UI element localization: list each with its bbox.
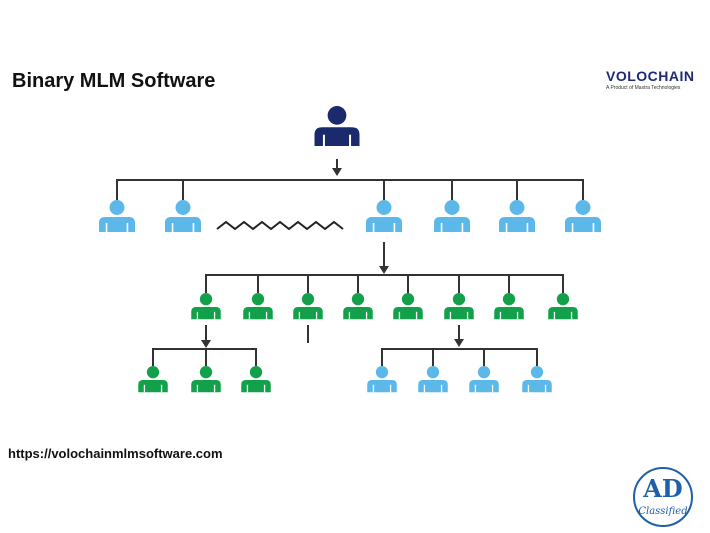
website-url[interactable]: https://volochainmlmsoftware.com bbox=[8, 446, 223, 461]
user-head bbox=[301, 293, 315, 306]
level3-left-user-icon bbox=[191, 366, 221, 393]
user-head bbox=[444, 200, 460, 215]
user-head bbox=[327, 106, 347, 125]
level2-user-icon bbox=[444, 293, 474, 320]
user-head bbox=[249, 366, 263, 379]
user-body bbox=[418, 379, 448, 393]
level2-user-icon bbox=[243, 293, 273, 320]
level1-user-icon bbox=[565, 200, 601, 232]
level1-user-icon bbox=[434, 200, 470, 232]
user-head bbox=[452, 293, 466, 306]
level2-user-icon bbox=[293, 293, 323, 320]
user-body bbox=[393, 306, 423, 320]
user-body bbox=[343, 306, 373, 320]
level1-user-icon bbox=[165, 200, 201, 232]
tree-nodes bbox=[99, 106, 601, 393]
user-head bbox=[251, 293, 265, 306]
arrow-head-icon bbox=[379, 266, 389, 274]
level1-user-icon bbox=[499, 200, 535, 232]
level3-right-user-icon bbox=[418, 366, 448, 393]
brand-logo: VOLOCHAIN A Product of Maxtra Technologi… bbox=[606, 68, 706, 91]
user-body bbox=[293, 306, 323, 320]
level2-user-icon bbox=[343, 293, 373, 320]
user-body bbox=[434, 217, 470, 232]
badge-sub-text: Classified bbox=[638, 506, 688, 517]
user-body bbox=[565, 217, 601, 232]
user-head bbox=[401, 293, 415, 306]
arrow-head-icon bbox=[454, 339, 464, 347]
user-head bbox=[109, 200, 125, 215]
user-head bbox=[477, 366, 491, 379]
user-body bbox=[366, 217, 402, 232]
user-body bbox=[548, 306, 578, 320]
user-body bbox=[241, 379, 271, 393]
user-head bbox=[351, 293, 365, 306]
user-head bbox=[556, 293, 570, 306]
user-head bbox=[375, 366, 389, 379]
tree-connectors bbox=[116, 159, 584, 366]
level3-left-user-icon bbox=[241, 366, 271, 393]
level3-left-user-icon bbox=[138, 366, 168, 393]
level2-user-icon bbox=[191, 293, 221, 320]
root-user-icon bbox=[314, 106, 360, 146]
level3-right-user-icon bbox=[522, 366, 552, 393]
user-body bbox=[314, 127, 360, 146]
zigzag-gap-icon bbox=[216, 220, 344, 231]
user-head bbox=[376, 200, 392, 215]
user-body bbox=[444, 306, 474, 320]
brand-tagline: A Product of Maxtra Technologies bbox=[606, 85, 681, 91]
level3-right-user-icon bbox=[367, 366, 397, 393]
page-title: Binary MLM Software bbox=[12, 70, 216, 92]
level1-user-icon bbox=[366, 200, 402, 232]
user-head bbox=[199, 366, 213, 379]
user-body bbox=[367, 379, 397, 393]
user-body bbox=[191, 306, 221, 320]
user-body bbox=[191, 379, 221, 393]
user-body bbox=[138, 379, 168, 393]
level1-user-icon bbox=[99, 200, 135, 232]
user-body bbox=[522, 379, 552, 393]
user-head bbox=[199, 293, 213, 306]
brand-name: VOLOCHAIN bbox=[606, 68, 695, 84]
user-body bbox=[469, 379, 499, 393]
user-head bbox=[509, 200, 525, 215]
user-head bbox=[502, 293, 516, 306]
user-head bbox=[426, 366, 440, 379]
ad-classified-badge: AD Classified bbox=[632, 466, 694, 528]
arrow-head-icon bbox=[201, 340, 211, 348]
user-body bbox=[165, 217, 201, 232]
level2-user-icon bbox=[494, 293, 524, 320]
user-body bbox=[99, 217, 135, 232]
user-body bbox=[499, 217, 535, 232]
user-body bbox=[243, 306, 273, 320]
arrow-head-icon bbox=[332, 168, 342, 176]
user-head bbox=[575, 200, 591, 215]
user-head bbox=[530, 366, 544, 379]
user-body bbox=[494, 306, 524, 320]
level3-right-user-icon bbox=[469, 366, 499, 393]
user-head bbox=[175, 200, 191, 215]
level2-user-icon bbox=[548, 293, 578, 320]
badge-main-text: AD bbox=[643, 474, 683, 503]
user-head bbox=[146, 366, 160, 379]
badge-ring-icon bbox=[633, 467, 693, 527]
level2-user-icon bbox=[393, 293, 423, 320]
